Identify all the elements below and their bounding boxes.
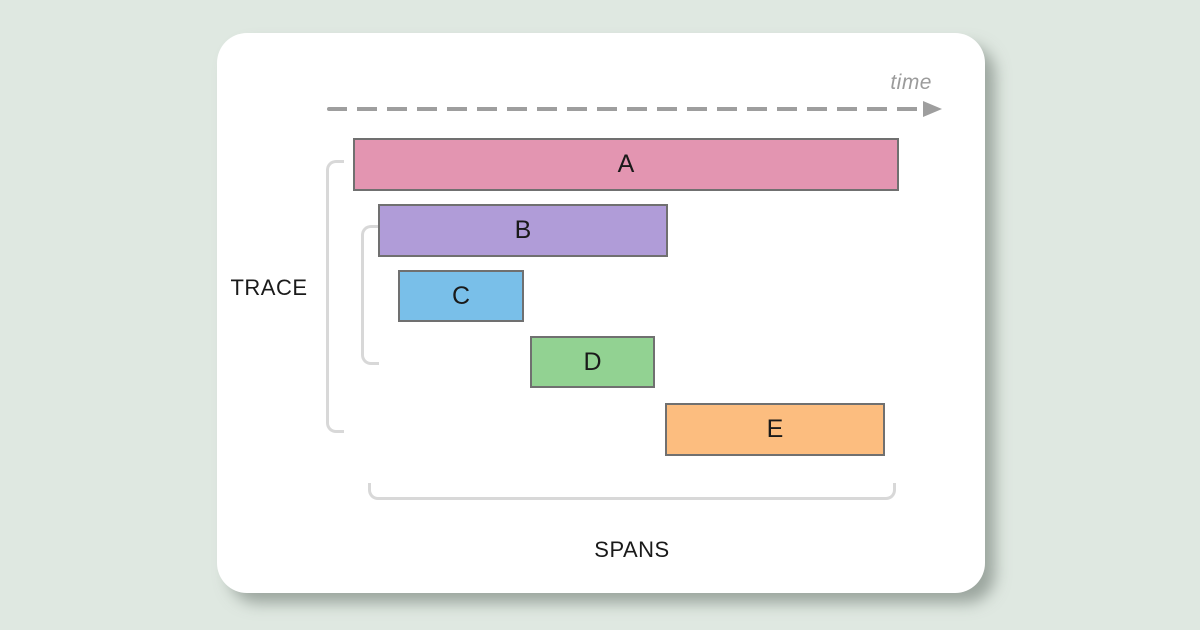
span-label: B — [514, 216, 532, 244]
trace-label: TRACE — [230, 275, 308, 300]
diagram-card: time TRACE SPANS A B C D E — [217, 33, 985, 593]
timeline-dashed-line — [327, 107, 923, 111]
span-bar-e: E — [665, 403, 885, 456]
span-label: D — [583, 347, 602, 376]
arrowhead-icon — [923, 101, 942, 117]
time-axis-label: time — [890, 71, 932, 94]
spans-bracket — [368, 483, 896, 500]
span-bar-a: A — [353, 138, 899, 191]
span-bar-d: D — [530, 336, 655, 388]
span-label: E — [766, 415, 784, 443]
span-bar-c: C — [398, 270, 524, 322]
trace-bracket — [326, 160, 344, 433]
span-label: C — [451, 281, 471, 310]
span-label: A — [617, 150, 635, 178]
span-bar-b: B — [378, 204, 668, 257]
child-spans-bracket — [361, 225, 379, 365]
spans-label: SPANS — [594, 537, 670, 562]
